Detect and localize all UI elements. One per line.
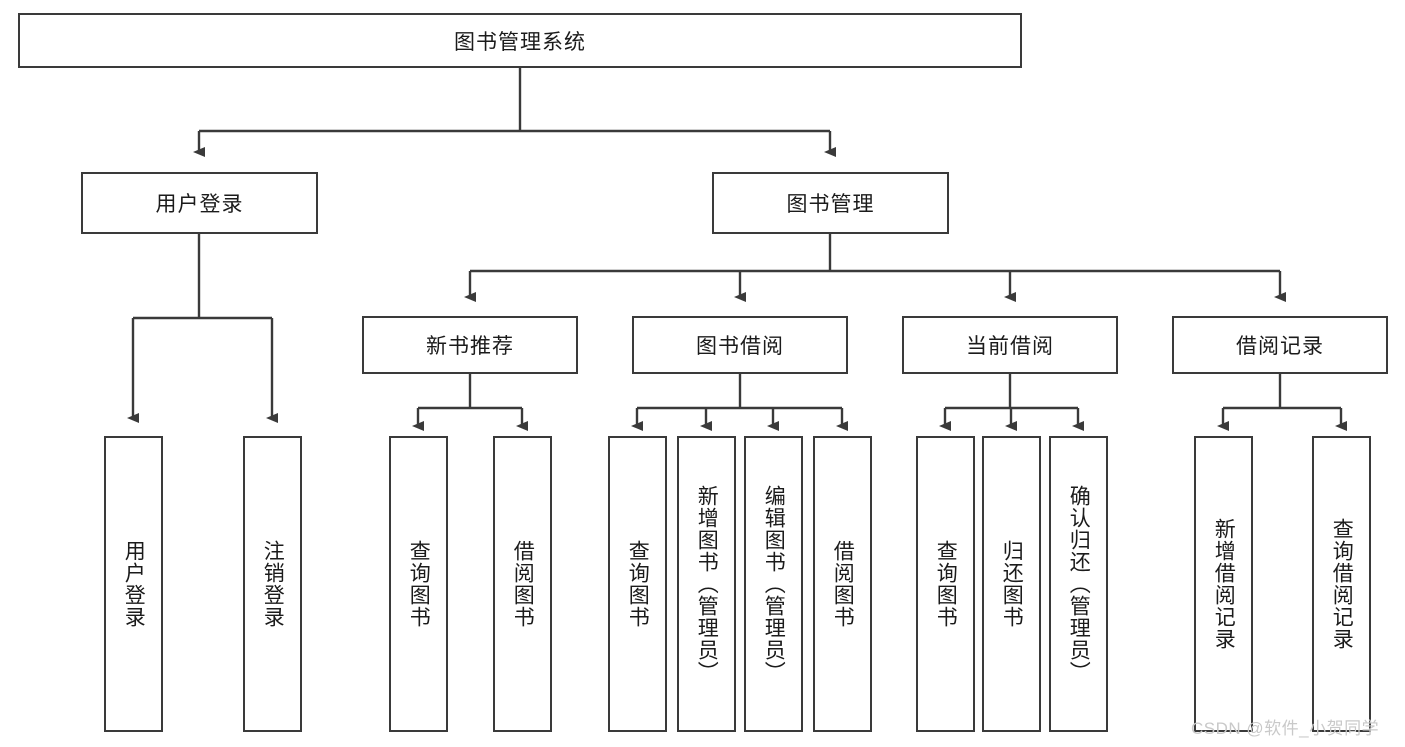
node-label: 图书管理系统 — [454, 30, 586, 54]
node-label: 新书推荐 — [426, 335, 514, 358]
node-label: 用户登录 — [155, 193, 244, 216]
node-label: 编辑图书（管理员） — [762, 485, 786, 683]
node-label: 查询借阅记录 — [1330, 518, 1354, 650]
node-label: 查询图书 — [407, 540, 431, 628]
node-label: 借阅记录 — [1236, 335, 1324, 358]
node-label: 图书借阅 — [696, 335, 784, 358]
leaf-borrow-record-add-record[interactable]: 新增借阅记录 — [1194, 436, 1253, 732]
leaf-book-borrow-add-book-admin[interactable]: 新增图书（管理员） — [677, 436, 736, 732]
node-label: 借阅图书 — [511, 540, 535, 628]
node-current-borrowing[interactable]: 当前借阅 — [902, 316, 1118, 374]
node-user-login[interactable]: 用户登录 — [81, 172, 318, 234]
leaf-book-borrow-borrow-book[interactable]: 借阅图书 — [813, 436, 872, 732]
leaf-book-borrow-query-book[interactable]: 查询图书 — [608, 436, 667, 732]
node-label: 图书管理 — [786, 193, 875, 216]
leaf-new-book-query-book[interactable]: 查询图书 — [389, 436, 448, 732]
leaf-current-borrow-confirm-return-admin[interactable]: 确认归还（管理员） — [1049, 436, 1108, 732]
node-label: 归还图书 — [1000, 540, 1024, 628]
node-book-management[interactable]: 图书管理 — [712, 172, 949, 234]
leaf-current-borrow-query-book[interactable]: 查询图书 — [916, 436, 975, 732]
node-borrowing-record[interactable]: 借阅记录 — [1172, 316, 1388, 374]
node-label: 用户登录 — [122, 540, 146, 628]
leaf-book-borrow-edit-book-admin[interactable]: 编辑图书（管理员） — [744, 436, 803, 732]
leaf-user-login-login[interactable]: 用户登录 — [104, 436, 163, 732]
leaf-new-book-borrow-book[interactable]: 借阅图书 — [493, 436, 552, 732]
node-label: 查询图书 — [626, 540, 650, 628]
node-label: 当前借阅 — [966, 335, 1054, 358]
node-book-management-system[interactable]: 图书管理系统 — [18, 13, 1022, 68]
leaf-current-borrow-return-book[interactable]: 归还图书 — [982, 436, 1041, 732]
leaf-user-login-logout[interactable]: 注销登录 — [243, 436, 302, 732]
csdn-watermark: CSDN @软件_小贺同学 — [1191, 719, 1380, 738]
node-label: 借阅图书 — [831, 540, 855, 628]
node-label: 注销登录 — [261, 540, 285, 628]
node-label: 新增图书（管理员） — [695, 485, 719, 683]
node-book-borrowing[interactable]: 图书借阅 — [632, 316, 848, 374]
leaf-borrow-record-query-record[interactable]: 查询借阅记录 — [1312, 436, 1371, 732]
node-label: 查询图书 — [934, 540, 958, 628]
node-label: 新增借阅记录 — [1212, 518, 1236, 650]
node-new-book-recommendation[interactable]: 新书推荐 — [362, 316, 578, 374]
node-label: 确认归还（管理员） — [1067, 485, 1091, 683]
